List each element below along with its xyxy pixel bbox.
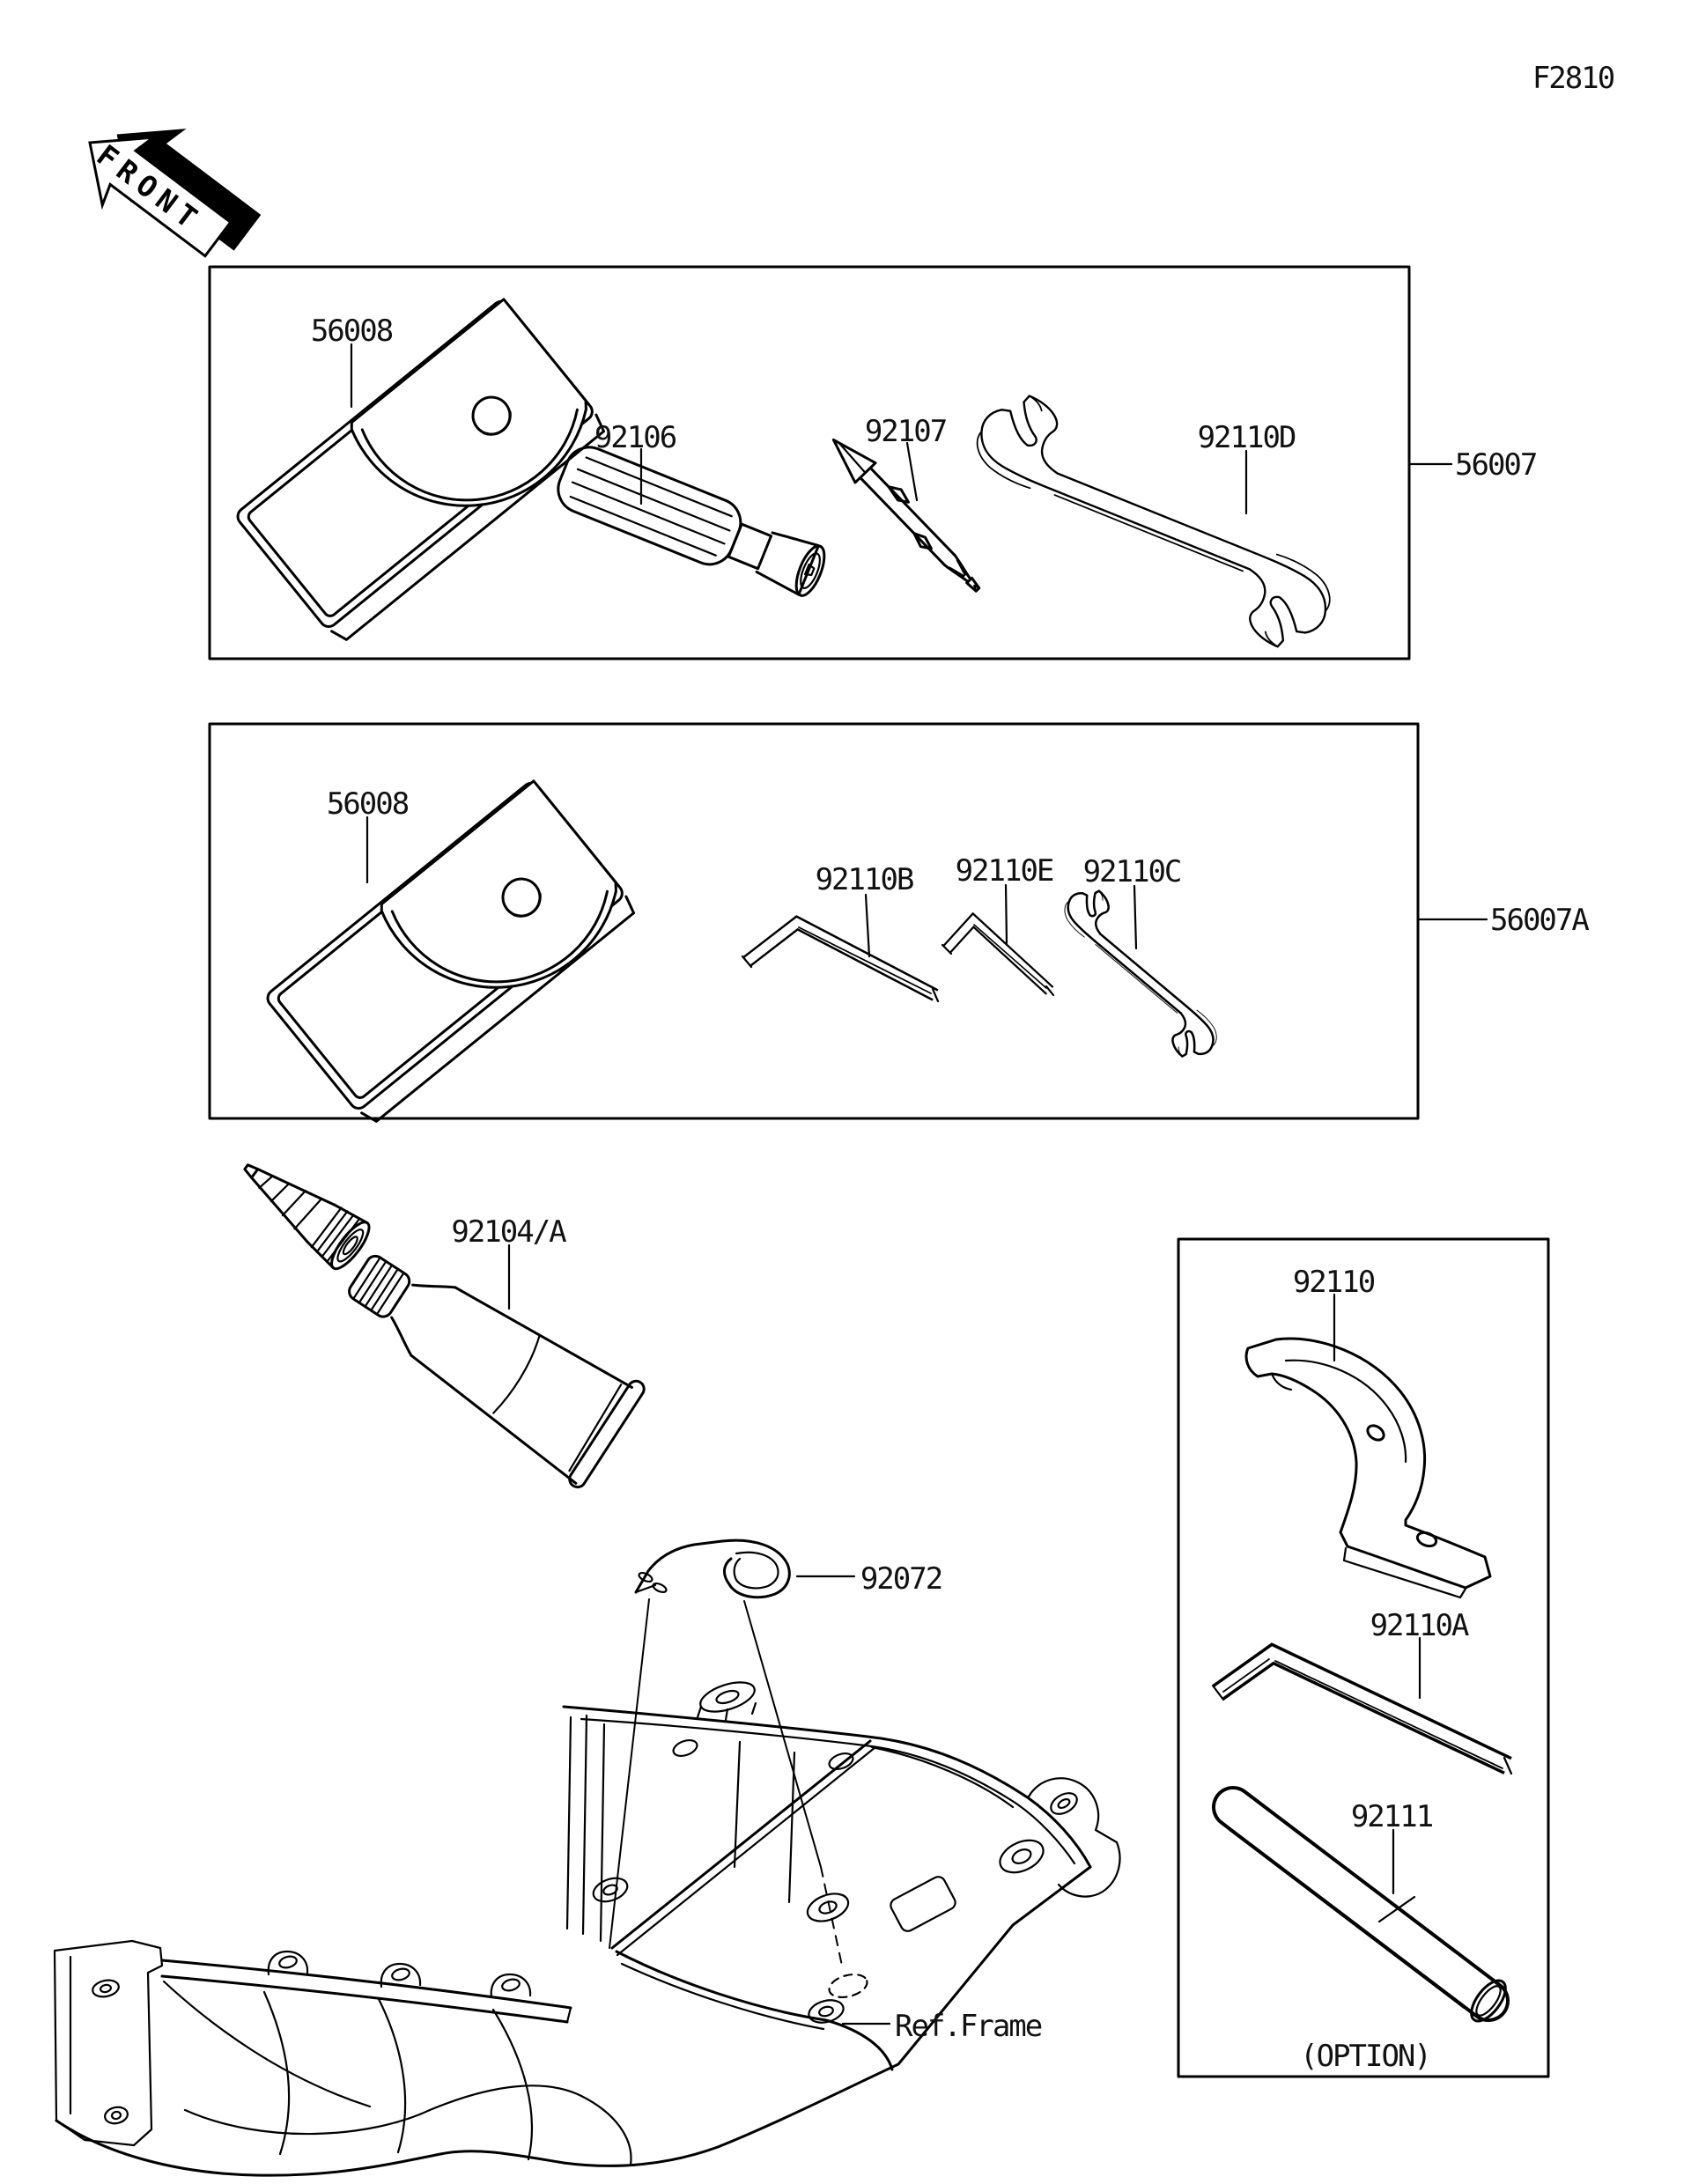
leader-92107 [905, 441, 919, 502]
part-label-92104: 92104/A [451, 1214, 566, 1250]
tool-pouch-1 [233, 296, 609, 647]
clamp-band-92072 [634, 1538, 791, 1599]
part-label-92072: 92072 [860, 1561, 941, 1597]
hex-wrench-92110b [741, 915, 940, 1003]
sealant-tube-body [348, 1254, 646, 1489]
part-label-92110e: 92110E [956, 853, 1053, 889]
ref-frame-label: Ref.Frame [895, 2009, 1042, 2044]
leader-92110e [1004, 883, 1008, 945]
leader-92110b [864, 893, 871, 958]
part-label-pouch-2: 56008 [327, 786, 409, 822]
band-leader-line-2 [743, 1600, 822, 1868]
part-label-92107: 92107 [865, 414, 946, 449]
band-leader-line-dashed [820, 1866, 843, 1966]
kit-box-2 [208, 722, 1420, 1120]
figure-code: F2810 [1532, 61, 1614, 96]
part-label-pouch-1: 56008 [311, 314, 393, 349]
option-note: (OPTION) [1300, 2039, 1430, 2074]
leader-92110c [1133, 884, 1138, 950]
part-label-92110d: 92110D [1198, 420, 1296, 455]
driver-grip-92106 [557, 446, 826, 597]
ref-frame-drawing [53, 1681, 1121, 2177]
hook-wrench-92110 [1244, 1337, 1492, 1599]
kit-box-1 [208, 265, 1411, 660]
kit-label-56007a: 56007A [1490, 903, 1589, 938]
hex-wrench-92110e [941, 911, 1055, 997]
band-leader-line-1 [609, 1598, 650, 1949]
front-arrow-icon: FRONT [88, 129, 262, 258]
hex-wrench-92110a [1211, 1642, 1513, 1775]
part-label-92110a: 92110A [1370, 1608, 1469, 1643]
part-label-92110: 92110 [1293, 1265, 1375, 1300]
tool-pouch-2 [262, 778, 639, 1129]
kit-label-56007: 56007 [1455, 447, 1536, 483]
part-label-92110b: 92110B [816, 862, 913, 897]
open-end-wrench-92110c [1039, 880, 1243, 1067]
driver-bit-92107 [831, 438, 981, 593]
part-label-92110c: 92110C [1083, 854, 1181, 889]
option-box [1177, 1237, 1550, 2078]
open-end-wrench-92110d [947, 384, 1359, 659]
hidden-position-marker [828, 1973, 868, 1999]
part-label-92106: 92106 [594, 420, 676, 455]
tool-grip-sleeve-92111 [1212, 1786, 1510, 2023]
part-label-92111: 92111 [1351, 1799, 1433, 1834]
sealant-tube-nozzle [243, 1163, 371, 1271]
